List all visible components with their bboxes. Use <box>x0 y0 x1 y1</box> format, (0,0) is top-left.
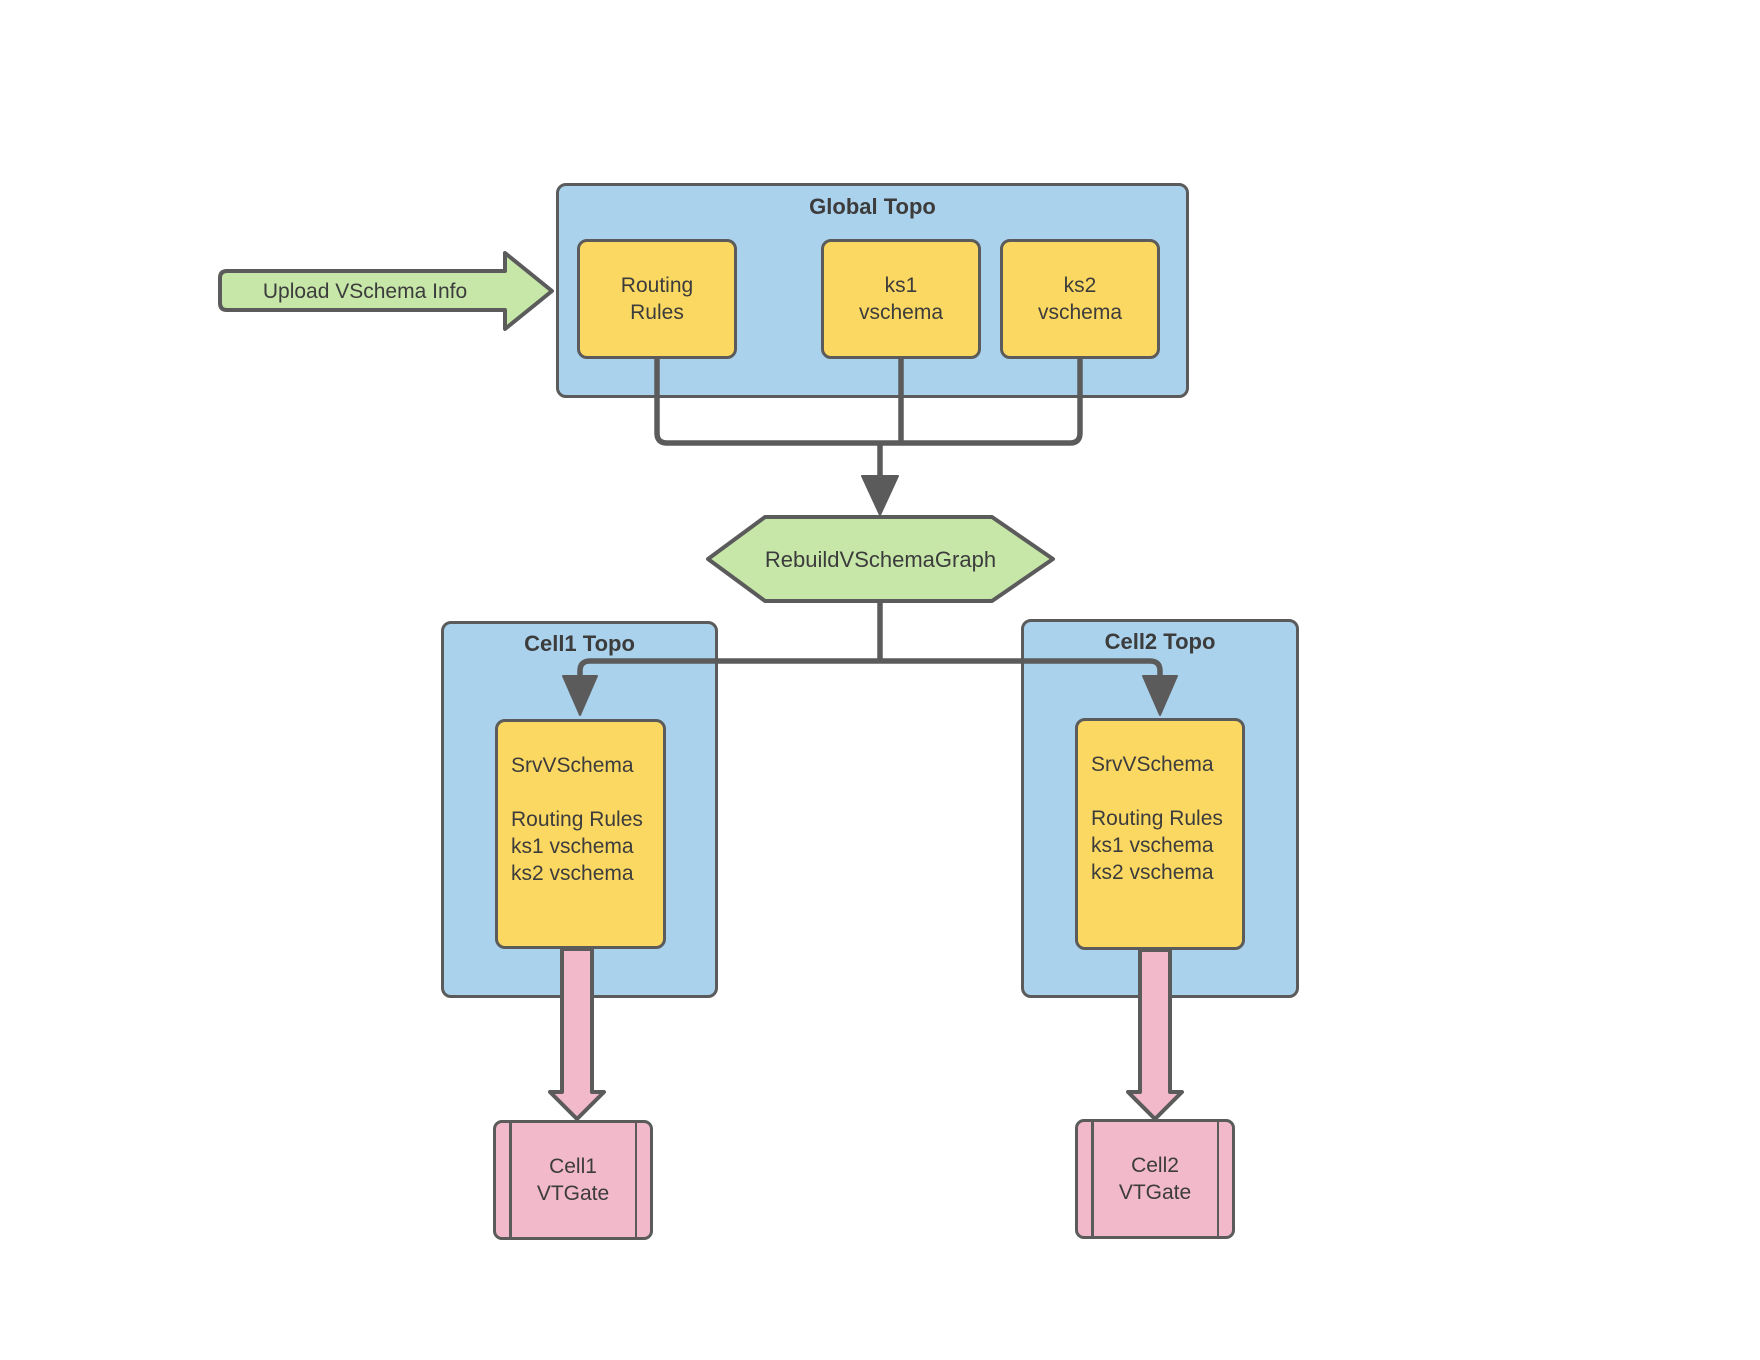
ks2-line2: vschema <box>1037 301 1123 324</box>
cell1-vtgate-arrow <box>548 947 606 1121</box>
cell1-vtgate-line1: Cell1 <box>549 1155 597 1178</box>
cell1-srv-line4: ks1 vschema <box>511 835 634 858</box>
arrowhead-into-cell2-srv <box>1142 675 1178 716</box>
cell1-vtgate-line2: VTGate <box>536 1182 610 1205</box>
routing-rules-line1: Routing <box>620 274 694 297</box>
cell2-topo-title: Cell2 Topo <box>1104 629 1216 654</box>
cell1-srv-line2 <box>511 779 653 806</box>
cell1-srvvschema-box: SrvVSchema Routing Rules ks1 vschema ks2… <box>495 719 666 949</box>
rebuild-vschema-hexagon-label: RebuildVSchemaGraph <box>764 546 997 572</box>
routing-rules-node <box>577 239 737 359</box>
upload-vschema-arrow-label: Upload VSchema Info <box>262 279 468 303</box>
arrowhead-into-hexagon <box>861 475 899 516</box>
connector-split-bar <box>577 658 1163 678</box>
cell1-srv-line1: SrvVSchema <box>511 754 634 777</box>
cell1-srv-line5: ks2 vschema <box>511 862 634 885</box>
cell2-srv-line4: ks1 vschema <box>1091 834 1214 857</box>
cell2-vtgate-line2: VTGate <box>1118 1181 1192 1204</box>
rebuild-vschema-hexagon-shape <box>706 515 1055 603</box>
cell2-vtgate-line1: Cell2 <box>1131 1154 1179 1177</box>
cell2-vtgate-left-line <box>1091 1122 1094 1236</box>
cell2-vtgate-arrow <box>1126 948 1184 1121</box>
routing-rules-node-label: Routing Rules <box>577 239 737 359</box>
cell2-vtgate-right-line <box>1216 1122 1219 1236</box>
upload-vschema-arrow-shape <box>218 251 554 331</box>
ks1-line1: ks1 <box>884 274 918 297</box>
connector-merge-bracket <box>654 359 1083 446</box>
cell1-vtgate-right-line <box>634 1123 637 1237</box>
ks2-line1: ks2 <box>1063 274 1097 297</box>
routing-rules-line2: Rules <box>630 301 684 324</box>
ks1-line2: vschema <box>858 301 944 324</box>
ks1-vschema-node <box>821 239 981 359</box>
ks2-vschema-node <box>1000 239 1160 359</box>
cell1-topo-title: Cell1 Topo <box>524 631 635 656</box>
ks1-vschema-node-label: ks1 vschema <box>821 239 981 359</box>
ks2-vschema-node-label: ks2 vschema <box>1000 239 1160 359</box>
cell2-srv-line1: SrvVSchema <box>1091 753 1214 776</box>
cell2-srv-line3: Routing Rules <box>1091 807 1223 830</box>
cell2-srv-line5: ks2 vschema <box>1091 861 1214 884</box>
cell2-srvvschema-box: SrvVSchema Routing Rules ks1 vschema ks2… <box>1075 718 1245 950</box>
cell1-srv-line3: Routing Rules <box>511 808 643 831</box>
cell2-vtgate-box: Cell2 VTGate <box>1075 1119 1235 1239</box>
global-topo-title: Global Topo <box>809 194 936 219</box>
cell2-srv-line2 <box>1091 778 1232 805</box>
cell1-vtgate-box: Cell1 VTGate <box>493 1120 653 1240</box>
cell1-vtgate-left-line <box>509 1123 512 1237</box>
arrowhead-into-cell1-srv <box>562 675 598 716</box>
